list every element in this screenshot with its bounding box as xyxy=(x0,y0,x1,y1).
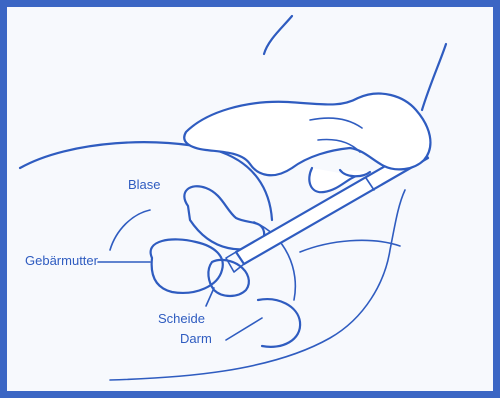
forearm xyxy=(264,16,292,54)
label-vagina: Scheide xyxy=(158,312,205,325)
label-rectum: Darm xyxy=(180,332,212,345)
label-uterus: Gebärmutter xyxy=(25,254,98,267)
inner-contour-2 xyxy=(110,210,150,250)
lower-body-outline xyxy=(110,190,405,380)
rectum-leader-line xyxy=(226,318,262,340)
bladder-shape xyxy=(184,186,264,249)
forearm-2 xyxy=(422,44,446,110)
thigh-outline xyxy=(300,240,400,252)
hand xyxy=(184,16,446,192)
palm xyxy=(184,94,430,176)
label-bladder: Blase xyxy=(128,178,161,191)
rectum-shape xyxy=(258,299,300,347)
vagina-leader-line xyxy=(206,288,214,306)
